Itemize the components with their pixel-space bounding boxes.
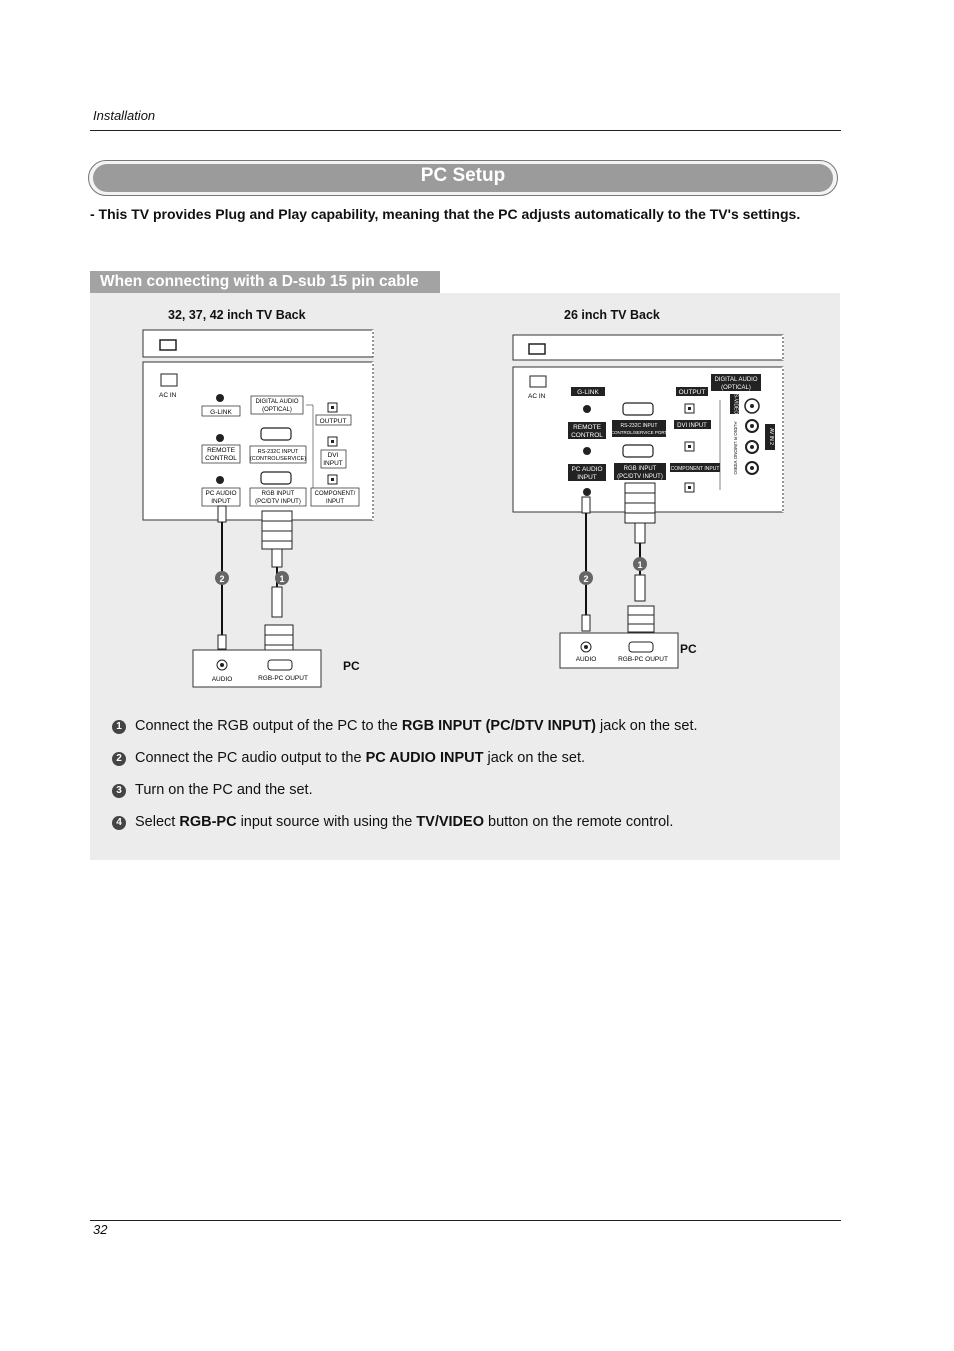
diagram-label: (CONTROL/SERVICE) (250, 456, 306, 462)
diagram-label: RS-232C INPUT (258, 449, 299, 455)
intro-text: - This TV provides Plug and Play capabil… (90, 206, 801, 222)
step-4-number: 4 (112, 816, 126, 830)
step-2: 2 Connect the PC audio output to the PC A… (112, 748, 585, 768)
diagram-label: PC AUDIO (205, 490, 236, 497)
step-4-tail: button on the remote control. (483, 814, 674, 830)
diagram-label: RGB INPUT (624, 466, 657, 472)
title-banner (93, 164, 833, 192)
left-pc-label: PC (343, 659, 360, 673)
section-label: Installation (93, 108, 156, 123)
step-2-bold: PC AUDIO INPUT (365, 750, 484, 766)
diagram-label: (OPTICAL) (721, 385, 751, 391)
diagram-label: INPUT (577, 474, 597, 481)
header-rule (90, 130, 841, 131)
diagram-label: CONTROL (571, 432, 603, 439)
diagram-label: (PC/DTV INPUT) (617, 474, 663, 480)
diagram-label: AC IN (528, 393, 546, 400)
step-4-text: Select (135, 814, 180, 830)
step-3: 3 Turn on the PC and the set. (112, 780, 313, 800)
diagram-label: RGB-PC OUPUT (258, 675, 308, 682)
right-connection-diagram: AC IN G-LINK REMOTE CONTROL PC AUDIO INP… (512, 334, 784, 669)
diagram-label: INPUT (211, 498, 231, 505)
diagram-label: DIGITAL AUDIO (714, 377, 757, 383)
step-1-text: Connect the RGB output of the PC to the (135, 718, 402, 734)
diagram-label: AV IN 2 (768, 428, 774, 445)
step-1-tail: jack on the set. (595, 718, 698, 734)
step-2-text: Connect the PC audio output to the (135, 750, 366, 766)
diagram-label: 2 (219, 574, 224, 584)
diagram-label: INPUT (326, 499, 344, 505)
ac-plug-icon (159, 339, 177, 351)
diagram-label: DVI (328, 452, 339, 459)
diagram-label: COMPONENT/ (315, 491, 356, 497)
step-4-bold: RGB-PC (179, 814, 237, 830)
left-connection-diagram: AC IN G-LINK REMOTE CONTROL PC AUDIO INP… (142, 329, 374, 688)
diagram-label: CONTROL (205, 455, 237, 462)
subsection-title: When connecting with a D-sub 15 pin cabl… (90, 271, 440, 293)
step-3-text: Turn on the PC and the set. (135, 782, 313, 798)
step-1-number: 1 (112, 720, 126, 734)
diagram-label: AUDIO (212, 676, 233, 683)
diagram-label: PC AUDIO (571, 466, 602, 473)
step-3-number: 3 (112, 784, 126, 798)
diagram-label: REMOTE (573, 424, 601, 431)
page-title: PC Setup (420, 165, 506, 186)
diagram-label: REMOTE (207, 447, 235, 454)
diagram-label: G-LINK (210, 409, 232, 416)
diagram-label: COMPONENT INPUT (671, 466, 720, 472)
diagram-label: (PC/DTV INPUT) (255, 499, 301, 505)
footer-rule (90, 1220, 841, 1221)
step-1: 1 Connect the RGB output of the PC to the… (112, 716, 698, 736)
step-4: 4 Select RGB-PC input source with using t… (112, 812, 673, 832)
step-4-bold2: TV/VIDEO (416, 814, 484, 830)
diagram-label: AUDIO R L/MONO VIDEO (733, 421, 738, 475)
left-diagram-title: 32, 37, 42 inch TV Back (168, 308, 306, 322)
diagram-label: OUTPUT (320, 418, 347, 425)
diagram-label: DVI INPUT (677, 423, 707, 429)
right-diagram-title: 26 inch TV Back (564, 308, 660, 322)
diagram-label: S-VIDEO (733, 394, 739, 415)
ac-plug-icon (528, 343, 546, 355)
diagram-label: OUTPUT (679, 389, 706, 396)
ac-in-icon (160, 373, 178, 387)
diagram-label: 2 (583, 574, 588, 584)
page-number: 32 (93, 1222, 108, 1237)
diagram-label: 1 (279, 574, 284, 584)
diagram-label: DIGITAL AUDIO (255, 399, 298, 405)
diagram-label: RGB-PC OUPUT (618, 656, 668, 663)
diagram-label: (OPTICAL) (262, 407, 292, 413)
step-2-tail: jack on the set. (483, 750, 586, 766)
diagram-label: G-LINK (577, 389, 599, 396)
diagram-label: INPUT (323, 460, 343, 467)
diagram-label: (CONTROL/SERVICE PORT) (609, 430, 669, 435)
diagram-label: AC IN (159, 392, 177, 399)
diagram-label: 1 (637, 560, 642, 570)
right-pc-label: PC (680, 642, 697, 656)
step-2-number: 2 (112, 752, 126, 766)
diagram-label: AUDIO (576, 656, 597, 663)
diagram-label: RGB INPUT (262, 491, 295, 497)
step-1-bold: RGB INPUT (PC/DTV INPUT) (401, 718, 596, 734)
step-4-mid: input source with using the (236, 814, 417, 830)
diagram-label: RS-232C INPUT (621, 423, 658, 429)
